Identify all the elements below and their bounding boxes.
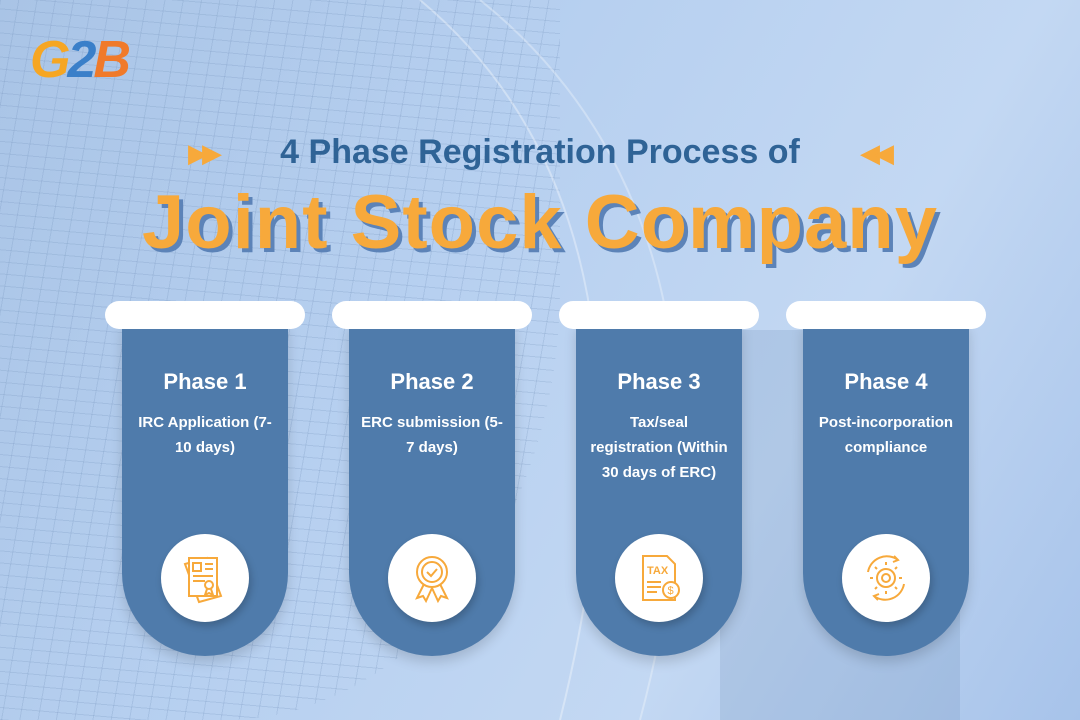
logo: G2B: [30, 31, 131, 89]
phase-label: Phase 3: [617, 369, 701, 394]
award-badge-icon: [388, 534, 476, 622]
phase-label: Phase 1: [163, 369, 247, 394]
card-cap: [559, 301, 759, 329]
card-body: Phase 4 Post-incorporation compliance: [803, 323, 969, 656]
phase-description: IRC Application (7-10 days): [138, 414, 272, 456]
card-cap: [105, 301, 305, 329]
phase-card-2: Phase 2 ERC submission (5-7 days): [332, 301, 532, 661]
phase-label: Phase 2: [390, 369, 474, 394]
card-body: Phase 3 Tax/seal registration (Within 30…: [576, 323, 742, 656]
card-cap: [786, 301, 986, 329]
phase-label: Phase 4: [844, 369, 928, 394]
svg-text:$: $: [668, 585, 674, 597]
phase-description: Tax/seal registration (Within 30 days of…: [590, 414, 728, 481]
card-cap: [332, 301, 532, 329]
page-title: Joint Stock Company: [142, 180, 938, 265]
phase-card-4: Phase 4 Post-incorporation compliance: [786, 301, 986, 661]
gear-cycle-icon: [842, 534, 930, 622]
tax-document-icon: TAX $: [615, 534, 703, 622]
certificate-icon: [161, 534, 249, 622]
tax-text: TAX: [647, 565, 669, 577]
subtitle: 4 Phase Registration Process of: [280, 133, 800, 171]
card-body: Phase 2 ERC submission (5-7 days): [349, 323, 515, 656]
phase-card-1: Phase 1 IRC Application (7-10 days): [105, 301, 305, 661]
double-arrow-left-icon: ◀◀: [860, 138, 894, 168]
phase-card-3: Phase 3 Tax/seal registration (Within 30…: [559, 301, 759, 661]
card-body: Phase 1 IRC Application (7-10 days): [122, 323, 288, 656]
phase-description: Post-incorporation compliance: [818, 414, 954, 456]
phase-description: ERC submission (5-7 days): [361, 414, 503, 456]
